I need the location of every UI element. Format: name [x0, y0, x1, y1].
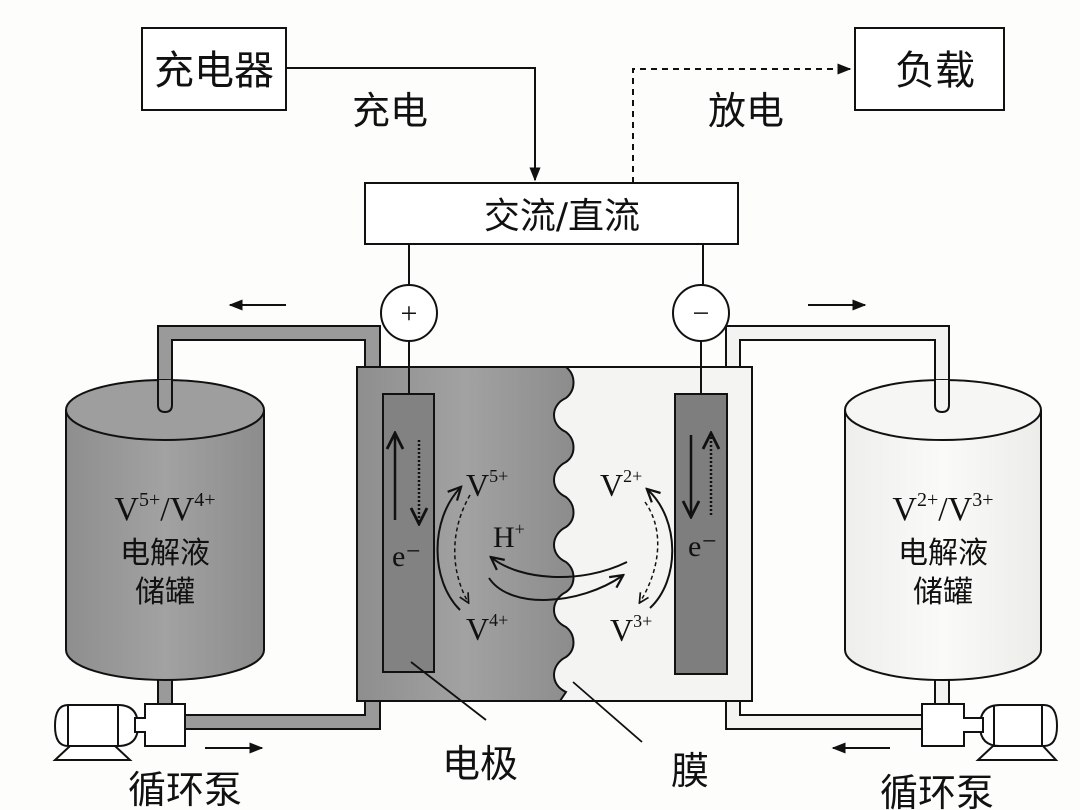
positive-electron-label: e⁻	[392, 540, 421, 573]
left-tank-label-storage: 储罐	[135, 575, 195, 610]
positive-electrode	[382, 393, 435, 673]
charger-label: 充电器	[154, 48, 274, 94]
charge-label: 充电	[352, 89, 428, 133]
right-electrolyte-tank: V2+/V3+ 电解液 储罐	[844, 379, 1042, 681]
battery-cell: e⁻ e⁻ V5+ V4+ H+ V2+ V3+	[356, 332, 753, 702]
right-supply-pipe	[725, 699, 923, 730]
membrane	[553, 366, 575, 702]
right-pump-label: 循环泵	[880, 771, 994, 810]
right-tank-label-electrolyte: 电解液	[898, 536, 988, 571]
membrane-label: 膜	[671, 749, 709, 793]
converter-label: 交流/直流	[484, 196, 640, 237]
right-circulation-pump	[921, 703, 1059, 761]
membrane-leader-line	[572, 681, 643, 743]
charger-box: 充电器	[141, 27, 287, 111]
right-tank-outlet-pipe	[934, 676, 950, 708]
right-tank-ions: V2+/V3+	[892, 489, 993, 528]
positive-terminal: +	[380, 284, 438, 342]
proton-return-arrow	[492, 558, 628, 579]
positive-reaction-arrow-up	[436, 488, 461, 611]
ion-v5-label: V5+	[466, 466, 508, 503]
negative-terminal-symbol: −	[693, 297, 710, 330]
positive-terminal-symbol: +	[401, 297, 418, 330]
right-tank-label-storage: 储罐	[913, 575, 973, 610]
proton-transfer-arrow	[488, 576, 622, 601]
negative-electron-label: e⁻	[688, 530, 717, 563]
left-supply-pipe	[183, 699, 381, 730]
positive-reaction-arrow-down	[454, 494, 471, 602]
electrode-label: 电极	[442, 742, 518, 786]
left-electrolyte-tank: V5+/V4+ 电解液 储罐	[65, 379, 265, 681]
negative-reaction-arrow-down	[640, 501, 659, 602]
ion-v2-label: V2+	[600, 466, 642, 503]
proton-label: H+	[493, 519, 525, 554]
charge-line	[286, 67, 541, 182]
negative-terminal: −	[672, 284, 730, 342]
discharge-line	[632, 63, 852, 183]
left-circulation-pump	[52, 703, 186, 761]
left-pump-label: 循环泵	[128, 768, 242, 810]
left-tank-ions: V5+/V4+	[114, 489, 215, 528]
discharge-label: 放电	[708, 89, 784, 133]
ion-v3-label: V3+	[610, 611, 652, 648]
ac-dc-converter-box: 交流/直流	[364, 182, 739, 245]
ion-v4-label: V4+	[466, 610, 508, 647]
left-tank-label-electrolyte: 电解液	[120, 536, 210, 571]
load-label: 负载	[895, 48, 975, 94]
negative-reaction-arrow-up	[648, 490, 674, 609]
left-tank-outlet-pipe	[157, 676, 173, 708]
electrode-leader-line	[410, 661, 487, 721]
load-box: 负载	[854, 27, 1005, 111]
